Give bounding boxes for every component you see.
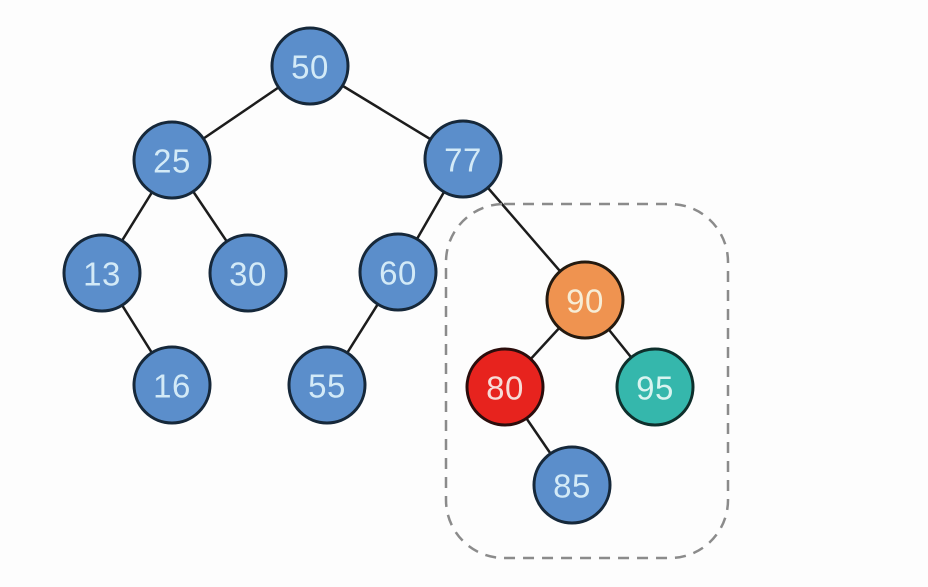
tree-node-label-25: 25 (153, 143, 191, 180)
tree-node-label-80: 80 (486, 370, 524, 407)
tree-node-80: 80 (465, 347, 545, 427)
highlight-box-layer (444, 202, 730, 560)
tree-node-circle-80 (465, 347, 545, 427)
tree-node-circle-13 (62, 233, 142, 313)
tree-node-circle-90 (545, 260, 625, 340)
tree-node-60: 60 (358, 232, 438, 312)
tree-node-label-13: 13 (83, 256, 121, 293)
tree-node-85: 85 (532, 445, 612, 525)
tree-node-label-95: 95 (636, 370, 674, 407)
tree-node-label-60: 60 (379, 255, 417, 292)
tree-nodes-layer: 50 25 77 13 30 60 90 16 55 80 95 85 (62, 26, 695, 525)
tree-node-label-50: 50 (291, 49, 329, 86)
tree-node-13: 13 (62, 233, 142, 313)
tree-node-label-16: 16 (153, 368, 191, 405)
tree-node-25: 25 (132, 120, 212, 200)
tree-node-circle-60 (358, 232, 438, 312)
tree-node-label-77: 77 (444, 142, 482, 179)
tree-node-circle-30 (208, 233, 288, 313)
tree-node-circle-85 (532, 445, 612, 525)
tree-node-label-85: 85 (553, 468, 591, 505)
tree-node-circle-16 (132, 345, 212, 425)
tree-node-circle-95 (615, 347, 695, 427)
tree-node-16: 16 (132, 345, 212, 425)
tree-node-30: 30 (208, 233, 288, 313)
tree-node-circle-50 (270, 26, 350, 106)
tree-node-label-55: 55 (308, 368, 346, 405)
tree-node-55: 55 (287, 345, 367, 425)
tree-node-95: 95 (615, 347, 695, 427)
tree-node-label-90: 90 (566, 283, 604, 320)
tree-node-77: 77 (423, 119, 503, 199)
tree-node-circle-55 (287, 345, 367, 425)
tree-node-circle-77 (423, 119, 503, 199)
tree-node-circle-25 (132, 120, 212, 200)
tree-node-50: 50 (270, 26, 350, 106)
tree-node-90: 90 (545, 260, 625, 340)
tree-node-label-30: 30 (229, 256, 267, 293)
subtree-highlight-box (444, 202, 730, 560)
